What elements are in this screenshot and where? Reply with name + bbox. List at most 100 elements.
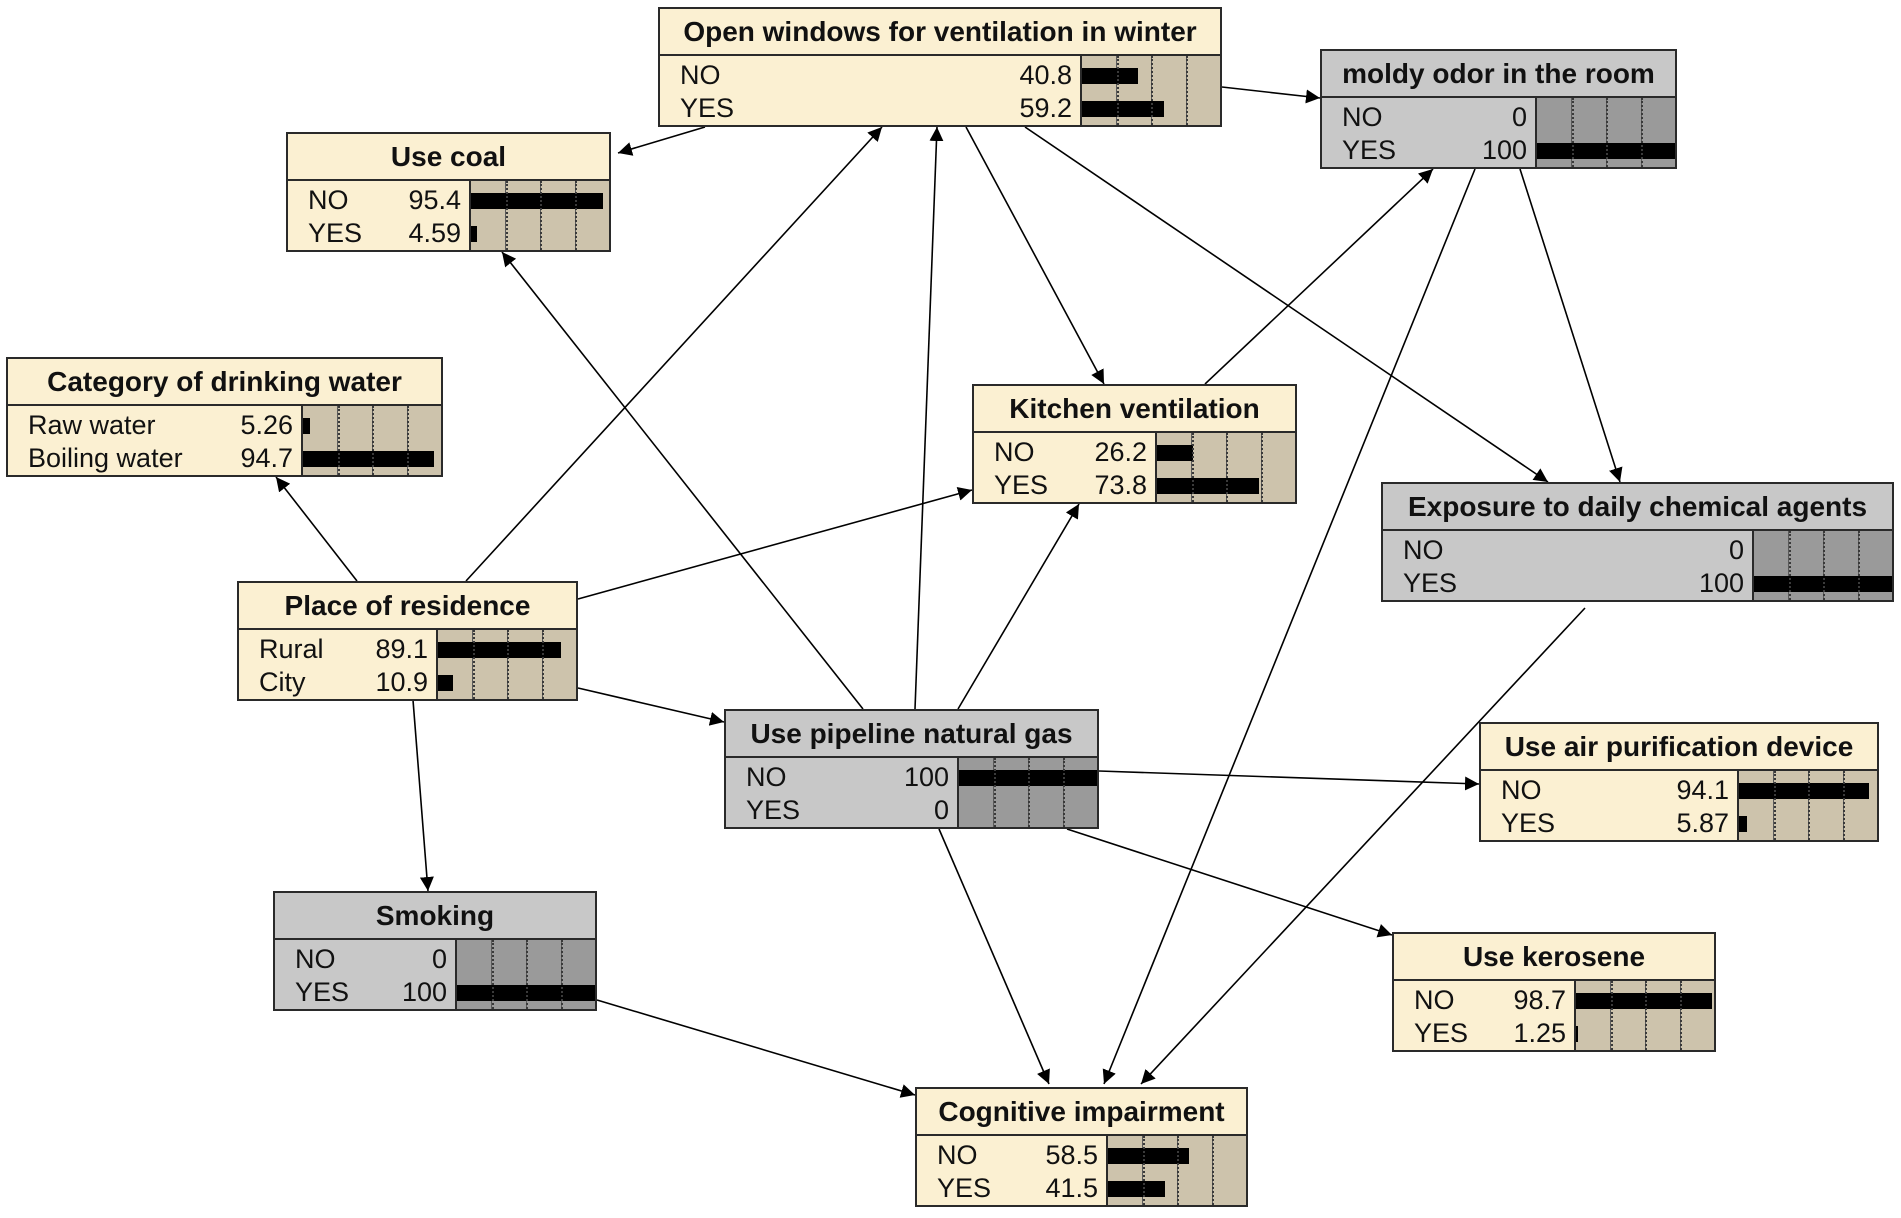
bar-gridline [472, 630, 475, 699]
bar-gridline [1606, 98, 1608, 167]
state-value-yes: 59.2 [1019, 93, 1072, 123]
state-label-yes: YES [937, 1173, 992, 1203]
bar-no [1157, 445, 1194, 461]
bar-yes [471, 226, 478, 242]
node-title: Use air purification device [1481, 724, 1877, 771]
bar-gridline [1260, 433, 1263, 502]
bar-gridline [337, 406, 340, 475]
node-kerosene[interactable]: Use kerosene NO 98.7 YES 1.25 [1392, 932, 1716, 1052]
state-label-yes: YES [1342, 135, 1397, 165]
state-value-no: 40.8 [1019, 60, 1072, 90]
state-value-yes: 0 [933, 795, 949, 825]
bar-gridline [1211, 1136, 1214, 1205]
edge-open-windows-to-kitchen-ventilation [965, 126, 1105, 385]
bar-gridline [574, 181, 577, 250]
node-title: Category of drinking water [8, 359, 441, 406]
edge-place-of-residence-to-drinking-water [275, 476, 358, 582]
bar-gridline [1177, 1136, 1179, 1205]
state-value-yes: 41.5 [1045, 1173, 1098, 1203]
bar-rural [438, 642, 561, 658]
edge-pipeline-gas-to-use-coal [501, 251, 864, 710]
bar-gridline [491, 940, 494, 1009]
bar-yes [1576, 1026, 1578, 1042]
state-label-boiling-water: Boiling water [28, 443, 183, 473]
edge-pipeline-gas-to-air-purification [1098, 770, 1480, 791]
edge-pipeline-gas-to-cognitive [938, 828, 1050, 1085]
state-label-no: NO [295, 944, 336, 974]
bar-gridline [1571, 98, 1574, 167]
bar-area [1155, 433, 1295, 502]
state-value-yes: 1.25 [1513, 1018, 1566, 1048]
bar-gridline [1773, 771, 1776, 840]
bar-city [438, 675, 454, 691]
state-value-no: 0 [431, 944, 447, 974]
state-value-yes: 100 [1481, 135, 1527, 165]
bar-gridline [1823, 531, 1825, 600]
state-label-no: NO [1414, 985, 1455, 1015]
bar-gridline [1788, 531, 1791, 600]
bar-boiling-water [303, 451, 434, 467]
state-value-no: 98.7 [1513, 985, 1566, 1015]
bar-area [1752, 531, 1892, 600]
edge-place-of-residence-to-kitchen-ventilation [577, 486, 973, 600]
bar-gridline [372, 406, 374, 475]
state-label-no: NO [308, 185, 349, 215]
state-label-city: City [259, 667, 306, 697]
bar-yes [1157, 478, 1259, 494]
state-label-no: NO [1403, 535, 1444, 565]
state-value-no: 0 [1728, 535, 1744, 565]
node-title: Use kerosene [1394, 934, 1714, 981]
state-value-rural: 89.1 [375, 634, 428, 664]
bar-gridline [1808, 771, 1810, 840]
bar-gridline [1640, 98, 1643, 167]
state-label-no: NO [680, 60, 721, 90]
bar-no [1108, 1148, 1189, 1164]
state-value-no: 0 [1511, 102, 1527, 132]
edge-moldy-odor-to-chemical-agents [1519, 168, 1623, 483]
node-title: moldy odor in the room [1322, 51, 1675, 98]
bar-yes [1082, 101, 1164, 117]
bar-area [1106, 1136, 1246, 1205]
bar-area [436, 630, 576, 699]
edge-chemical-agents-to-cognitive [1140, 607, 1586, 1085]
bar-gridline [1857, 531, 1860, 600]
bar-gridline [540, 181, 542, 250]
edge-kitchen-ventilation-to-moldy-odor [1204, 168, 1434, 385]
bar-no [1576, 993, 1713, 1009]
state-label-yes: YES [1414, 1018, 1469, 1048]
node-open-windows[interactable]: Open windows for ventilation in winter N… [658, 7, 1222, 127]
edge-pipeline-gas-to-kerosene [1066, 828, 1393, 938]
state-label-yes: YES [680, 93, 735, 123]
bar-area [469, 181, 609, 250]
state-label-no: NO [1342, 102, 1383, 132]
edge-place-of-residence-to-open-windows [465, 126, 883, 582]
edge-place-of-residence-to-smoking [412, 699, 434, 892]
state-value-yes: 5.87 [1676, 808, 1729, 838]
state-value-yes: 4.59 [408, 218, 461, 248]
state-value-yes: 100 [401, 977, 447, 1007]
node-moldy-odor[interactable]: moldy odor in the room NO 0 YES 100 [1320, 49, 1677, 169]
node-title: Exposure to daily chemical agents [1383, 484, 1892, 531]
edge-pipeline-gas-to-open-windows [914, 126, 944, 710]
bar-no [1739, 783, 1869, 799]
bar-no [471, 193, 603, 209]
state-value-no: 94.1 [1676, 775, 1729, 805]
bar-gridline [1028, 758, 1030, 827]
bar-gridline [993, 758, 996, 827]
state-value-raw-water: 5.26 [240, 410, 293, 440]
bar-area [1574, 981, 1714, 1050]
bar-gridline [526, 940, 528, 1009]
bar-area [957, 758, 1097, 827]
node-title: Kitchen ventilation [974, 386, 1295, 433]
node-title: Open windows for ventilation in winter [660, 9, 1220, 56]
